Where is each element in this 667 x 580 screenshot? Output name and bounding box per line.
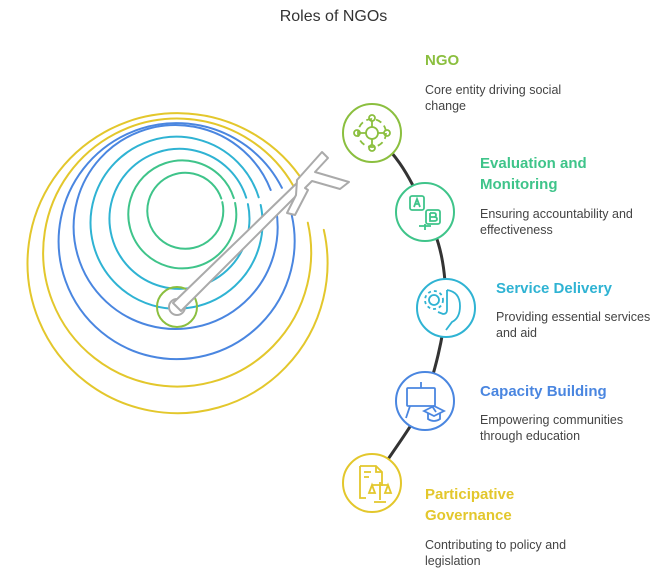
item-desc-evaluation: Ensuring accountability and effectivenes… (480, 207, 633, 237)
hand-gear-icon (424, 289, 461, 331)
item-title-capacity: Capacity Building (480, 383, 607, 400)
target-rings (26, 112, 329, 415)
network-hub-icon (353, 114, 391, 152)
diagram-title: Roles of NGOs (279, 8, 388, 25)
item-desc-capacity: Empowering communities through education (480, 413, 624, 443)
target-ring-7 (127, 159, 238, 270)
target-ring-9 (156, 286, 198, 328)
target-ring-5 (89, 135, 264, 310)
arrow-shaft (172, 180, 306, 312)
target-ring-8 (146, 171, 225, 250)
item-title-service: Service Delivery (496, 280, 612, 297)
target-ring-4 (72, 124, 279, 330)
target-ring-3 (57, 122, 296, 361)
icon-circle-ngo (342, 103, 402, 163)
item-title-governance: Participative Governance (425, 486, 515, 524)
item-desc-ngo: Core entity driving social change (425, 83, 562, 113)
target-ring-1 (26, 112, 329, 415)
icon-circle-capacity (395, 371, 455, 431)
target-ring-6 (108, 147, 251, 290)
icon-circle-governance (342, 453, 402, 513)
arrow (172, 151, 350, 312)
arrow-fletching (286, 151, 350, 216)
scales-document-icon (359, 465, 393, 503)
graduation-presentation-icon (405, 382, 447, 422)
item-desc-governance: Contributing to policy and legislation (425, 538, 567, 568)
item-title-ngo: NGO (425, 52, 460, 69)
icon-circle-evaluation (395, 182, 455, 242)
target-ring-2 (42, 117, 313, 388)
item-desc-service: Providing essential services and aid (496, 310, 651, 340)
item-title-evaluation: Evaluation and Monitoring (480, 155, 587, 193)
ab-test-monitor-icon (409, 195, 441, 230)
icon-circle-service (416, 278, 476, 338)
